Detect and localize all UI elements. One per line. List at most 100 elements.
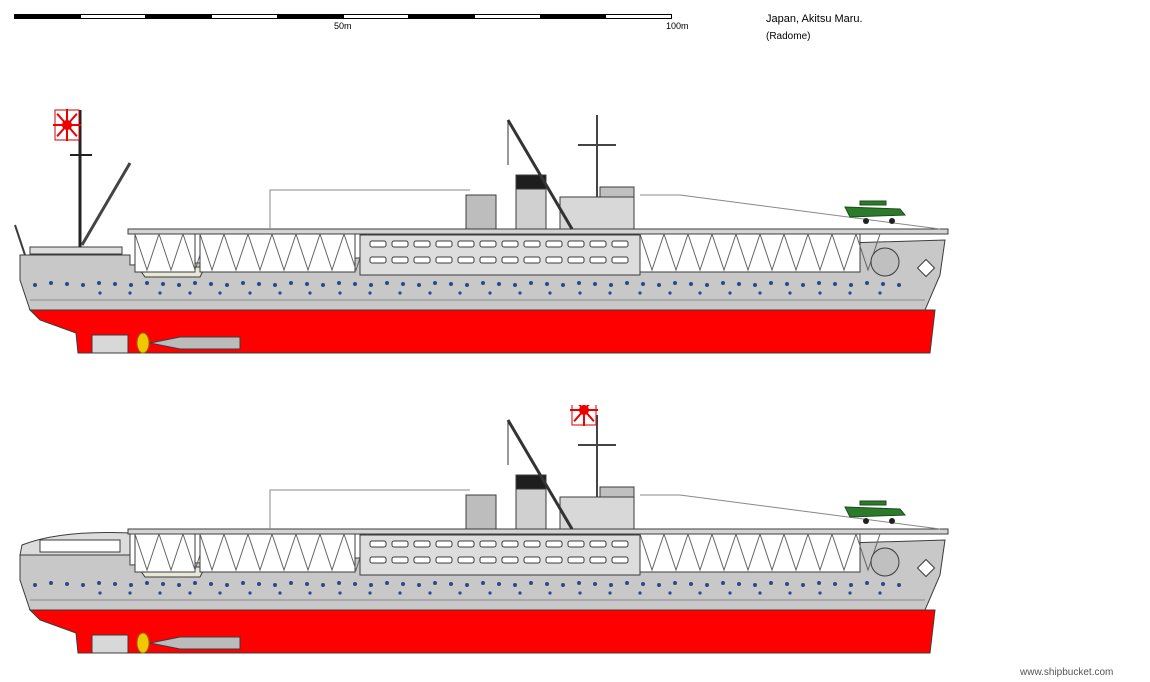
truss bbox=[663, 533, 689, 572]
porthole bbox=[668, 291, 672, 295]
flight-deck bbox=[127, 528, 949, 535]
porthole bbox=[638, 591, 642, 595]
truss bbox=[271, 233, 297, 272]
porthole bbox=[449, 282, 453, 286]
porthole bbox=[801, 283, 805, 287]
window-panel bbox=[545, 240, 563, 248]
porthole bbox=[368, 291, 372, 295]
truss bbox=[687, 233, 713, 272]
porthole bbox=[81, 583, 85, 587]
window-panel bbox=[369, 540, 387, 548]
window-panel bbox=[479, 556, 497, 564]
porthole bbox=[248, 591, 252, 595]
stern-platform bbox=[29, 246, 123, 255]
porthole bbox=[878, 591, 882, 595]
porthole bbox=[769, 581, 773, 585]
truss bbox=[319, 233, 345, 272]
porthole bbox=[689, 282, 693, 286]
window-panel bbox=[611, 240, 629, 248]
bow-anchor-pocket bbox=[916, 558, 936, 578]
porthole bbox=[758, 291, 762, 295]
porthole bbox=[177, 583, 181, 587]
aircraft-fuselage bbox=[844, 206, 907, 218]
scale-segment bbox=[211, 14, 278, 19]
window-panel bbox=[479, 256, 497, 264]
window-panel bbox=[413, 540, 431, 548]
window-panel bbox=[501, 540, 519, 548]
porthole bbox=[545, 582, 549, 586]
porthole bbox=[128, 591, 132, 595]
porthole bbox=[145, 581, 149, 585]
porthole bbox=[49, 581, 53, 585]
porthole bbox=[113, 282, 117, 286]
porthole bbox=[209, 582, 213, 586]
window-panel bbox=[545, 556, 563, 564]
bridge-top bbox=[599, 186, 635, 198]
window-panel bbox=[611, 256, 629, 264]
hull-lower bbox=[28, 309, 936, 354]
porthole bbox=[578, 591, 582, 595]
porthole bbox=[817, 581, 821, 585]
truss bbox=[783, 233, 809, 272]
truss bbox=[247, 233, 273, 272]
porthole bbox=[273, 283, 277, 287]
porthole bbox=[657, 283, 661, 287]
scale-segment bbox=[145, 14, 213, 19]
porthole bbox=[305, 582, 309, 586]
propeller bbox=[136, 632, 150, 654]
porthole bbox=[369, 583, 373, 587]
porthole bbox=[161, 582, 165, 586]
window-panel bbox=[457, 556, 475, 564]
porthole bbox=[278, 591, 282, 595]
ensign-ray bbox=[56, 113, 68, 126]
porthole bbox=[721, 281, 725, 285]
hangar-bay bbox=[639, 533, 861, 573]
aircraft-wing bbox=[859, 200, 887, 206]
truss bbox=[855, 233, 881, 272]
porthole bbox=[465, 583, 469, 587]
aircraft-wheel bbox=[889, 218, 895, 224]
truss bbox=[807, 533, 833, 572]
porthole bbox=[548, 291, 552, 295]
porthole bbox=[641, 582, 645, 586]
porthole bbox=[321, 583, 325, 587]
porthole bbox=[593, 582, 597, 586]
shaft-bracket bbox=[149, 336, 241, 350]
truss bbox=[223, 533, 249, 572]
window-panel bbox=[435, 556, 453, 564]
porthole bbox=[488, 291, 492, 295]
window-panel bbox=[479, 240, 497, 248]
porthole bbox=[428, 591, 432, 595]
porthole bbox=[401, 582, 405, 586]
porthole bbox=[865, 581, 869, 585]
porthole bbox=[225, 583, 229, 587]
porthole bbox=[897, 283, 901, 287]
porthole bbox=[65, 582, 69, 586]
ship-drawing-2 bbox=[19, 405, 949, 654]
aircraft-fuselage bbox=[844, 506, 907, 518]
scale-label-100m: 100m bbox=[666, 21, 689, 31]
porthole bbox=[177, 283, 181, 287]
window-panel bbox=[457, 540, 475, 548]
porthole bbox=[593, 282, 597, 286]
porthole bbox=[338, 591, 342, 595]
porthole bbox=[769, 281, 773, 285]
window-panel bbox=[457, 256, 475, 264]
porthole bbox=[848, 591, 852, 595]
porthole bbox=[625, 281, 629, 285]
shaft-bracket bbox=[149, 636, 241, 650]
scale-segment bbox=[473, 14, 541, 19]
porthole bbox=[737, 282, 741, 286]
porthole bbox=[785, 282, 789, 286]
truss bbox=[271, 533, 297, 572]
porthole bbox=[625, 581, 629, 585]
porthole bbox=[97, 281, 101, 285]
window-panel bbox=[523, 540, 541, 548]
porthole bbox=[481, 281, 485, 285]
porthole bbox=[561, 283, 565, 287]
window-panel bbox=[369, 256, 387, 264]
truss bbox=[759, 233, 785, 272]
truss bbox=[759, 533, 785, 572]
porthole bbox=[257, 282, 261, 286]
hull-lower bbox=[28, 609, 936, 654]
